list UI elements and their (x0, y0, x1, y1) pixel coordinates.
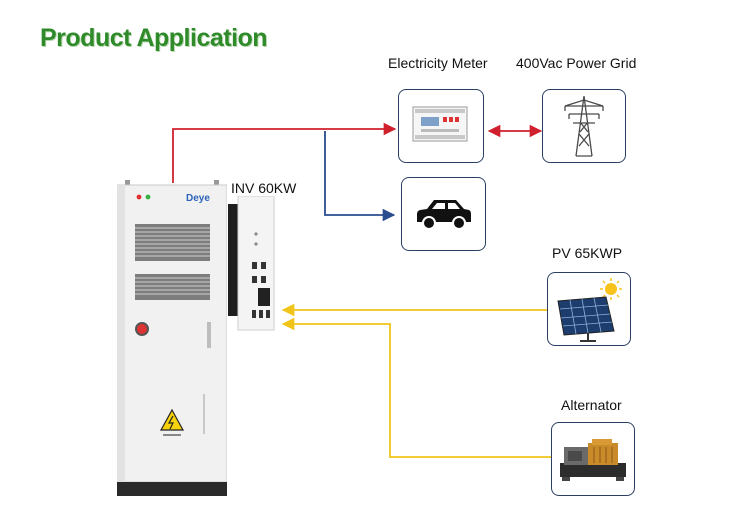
pv-box (547, 272, 631, 346)
solar-panel-icon (557, 278, 622, 342)
cabinet-brand-logo: Deye (186, 193, 210, 204)
power-tower-icon (564, 95, 604, 157)
grid-box (542, 89, 626, 163)
page-title: Product Application (40, 24, 268, 52)
meter-label: Electricity Meter (388, 55, 488, 71)
ac-output-line (172, 122, 397, 183)
generator-icon (560, 439, 626, 481)
meter-box (398, 89, 484, 163)
load-line (324, 131, 396, 222)
inverter-label: INV 60KW (231, 180, 297, 196)
grid-label: 400Vac Power Grid (516, 55, 637, 71)
load-box (401, 177, 486, 251)
pv-label: PV 65KWP (552, 245, 623, 261)
battery-cabinet (117, 180, 227, 496)
alternator-box (551, 422, 635, 496)
car-icon (417, 200, 471, 230)
alternator-line (281, 317, 553, 458)
inverter-unit (228, 196, 275, 331)
alternator-label: Alternator (561, 397, 622, 413)
electricity-meter-icon (412, 106, 468, 142)
